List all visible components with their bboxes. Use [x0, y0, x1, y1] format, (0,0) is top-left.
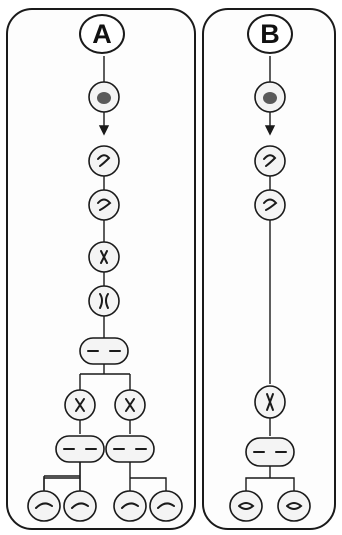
chromosome-a-x — [100, 250, 108, 264]
cell-a-prophase-late — [88, 189, 120, 221]
arrow-b — [264, 125, 276, 136]
cell-a-final-3 — [113, 490, 147, 522]
cell-b-prophase-early — [254, 145, 286, 177]
connector-b-split — [245, 466, 295, 492]
panel-a-label: A — [79, 14, 125, 54]
cell-b-telophase — [245, 437, 295, 467]
chromatin-a-final-3 — [121, 502, 139, 509]
cell-a-final-2 — [63, 490, 97, 522]
cell-a-final-4 — [149, 490, 183, 522]
chromatin-a-final-4 — [157, 502, 175, 509]
cell-b-final-2 — [277, 490, 311, 522]
chromatin-b-2 — [263, 198, 278, 211]
chromatin-b-final-1 — [238, 502, 255, 510]
panel-b-label: B — [247, 14, 293, 54]
chromatin-a-1 — [97, 154, 111, 167]
cell-a-telophase-2a — [55, 435, 105, 463]
cell-a-telophase — [79, 337, 129, 365]
cell-a-anaphase — [88, 285, 120, 317]
connector-a-split-2b — [43, 462, 81, 492]
connector-a-split-1 — [79, 364, 131, 390]
cell-b-final-1 — [229, 490, 263, 522]
chromatin-b-1 — [263, 154, 277, 167]
chromatin-b-final-2 — [286, 502, 303, 510]
arrow-a — [98, 125, 110, 136]
cell-a-final-1 — [27, 490, 61, 522]
chromatin-a-final-1 — [35, 502, 53, 509]
nucleus-a — [97, 92, 111, 104]
nucleus-b — [263, 92, 277, 104]
cell-a-telophase-2b — [105, 435, 155, 463]
chromosome-b-x — [266, 393, 274, 411]
connector-a-split-3 — [129, 462, 167, 492]
cell-a-prophase-early — [88, 145, 120, 177]
chromatin-a-final-2 — [71, 502, 89, 509]
chromosome-a-d2 — [125, 398, 135, 412]
connector-a-split-2 — [43, 462, 81, 490]
chromosome-a-separating — [99, 293, 109, 309]
chromosome-a-d1 — [75, 398, 85, 412]
chromatin-a-2 — [97, 198, 112, 211]
cell-b-prophase-late — [254, 189, 286, 221]
